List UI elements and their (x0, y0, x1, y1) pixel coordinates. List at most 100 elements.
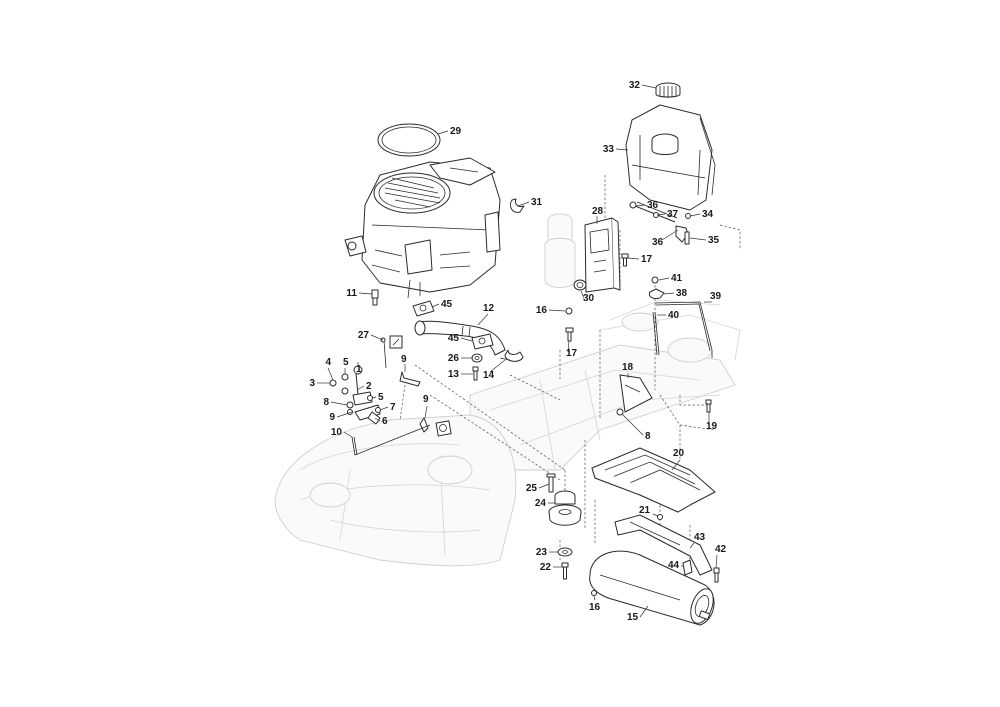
callout-3: 3 (309, 378, 315, 389)
pin-25 (546, 473, 556, 493)
bolt-19 (705, 399, 712, 413)
callout-40: 40 (668, 310, 680, 321)
callout-39: 39 (710, 291, 722, 302)
leader-line-16 (548, 309, 566, 312)
heat-shield-20 (591, 447, 716, 513)
rod-40 (652, 311, 660, 356)
leader-line-42 (715, 554, 718, 569)
gasket-26 (471, 353, 483, 363)
washer-23 (557, 547, 573, 557)
bolt-11 (371, 289, 379, 306)
lever-9-lower (419, 417, 429, 433)
leader-line-36 (635, 204, 646, 207)
callout-6: 6 (382, 416, 388, 427)
stud-13 (472, 366, 479, 381)
leader-line-41 (658, 277, 670, 281)
leader-line-14 (489, 359, 506, 373)
callout-29: 29 (450, 126, 462, 137)
callout-12: 12 (483, 303, 495, 314)
callout-10: 10 (331, 427, 343, 438)
engine-assembly (344, 157, 501, 299)
leader-line-33 (615, 148, 629, 151)
callout-42: 42 (715, 544, 727, 555)
leader-line-37 (656, 213, 666, 216)
gasket-45-lower (471, 333, 494, 350)
callout-9: 9 (423, 394, 429, 405)
leader-line-17 (627, 257, 640, 260)
nut-16-lower (591, 590, 597, 596)
callout-32: 32 (629, 80, 641, 91)
leader-line-45 (431, 303, 440, 308)
callout-20: 20 (673, 448, 685, 459)
clamp-14 (499, 349, 524, 362)
leader-line-6 (374, 417, 381, 422)
front-body-ghost (274, 414, 517, 567)
leader-line-30 (580, 290, 585, 299)
callout-25: 25 (526, 483, 538, 494)
leader-line-17 (567, 340, 570, 353)
callout-44: 44 (668, 560, 680, 571)
leader-line-8 (621, 413, 644, 436)
decal-9-icon (435, 420, 452, 437)
callout-4: 4 (325, 357, 331, 368)
control-lever-cluster (329, 365, 381, 425)
lever-9-upper (399, 371, 421, 387)
leader-line-32 (641, 84, 657, 89)
muffler-15 (589, 550, 715, 626)
leader-line-15 (639, 605, 649, 618)
leader-line-35 (689, 237, 707, 241)
bracket-28 (584, 217, 621, 293)
leader-line-21 (652, 513, 659, 517)
callout-45: 45 (441, 299, 453, 310)
coupling-24 (548, 490, 582, 526)
screw-17-lower (565, 327, 574, 342)
callout-41: 41 (671, 273, 683, 284)
leader-line-34 (689, 213, 701, 217)
nut-41 (651, 276, 659, 284)
nut-16-upper (565, 307, 573, 315)
leader-line-36 (661, 229, 679, 241)
leader-line-4 (327, 367, 334, 381)
callout-16: 16 (536, 305, 548, 316)
leader-lines (317, 84, 718, 618)
callout-24: 24 (535, 498, 547, 509)
cable-27 (380, 337, 387, 369)
screw-17-upper (621, 253, 629, 267)
callout-31: 31 (531, 197, 543, 208)
callout-15: 15 (627, 612, 639, 623)
bolt-42 (713, 567, 720, 583)
callout-43: 43 (694, 532, 706, 543)
reservoir-ghost (544, 213, 576, 288)
leader-line-8 (330, 401, 348, 406)
callout-5: 5 (343, 357, 349, 368)
callout-8: 8 (323, 397, 329, 408)
leader-line-38 (663, 292, 675, 295)
decal-27-icon (389, 335, 403, 349)
callout-36: 36 (652, 237, 664, 248)
callout-5: 5 (378, 392, 384, 403)
bolt-21 (657, 514, 663, 520)
leader-line-29 (437, 130, 449, 135)
leader-line-25 (538, 483, 550, 489)
callout-30: 30 (583, 293, 595, 304)
callout-37: 37 (667, 209, 679, 220)
clip-44 (682, 559, 693, 576)
gasket-45-upper (412, 300, 435, 317)
leader-line-43 (689, 542, 695, 549)
fuel-line-assembly (629, 201, 691, 245)
grommet-30 (573, 279, 587, 291)
clip-31 (509, 198, 525, 213)
callout-23: 23 (536, 547, 548, 558)
leader-line-2 (356, 385, 365, 391)
cable-10 (351, 424, 431, 456)
callout-9: 9 (401, 354, 407, 365)
callout-21: 21 (639, 505, 651, 516)
callout-34: 34 (702, 209, 714, 220)
bolt-22 (561, 562, 569, 580)
callout-2: 2 (366, 381, 372, 392)
callout-26: 26 (448, 353, 460, 364)
bracket-18 (619, 374, 653, 413)
clip-38 (649, 288, 665, 299)
fuel-tank-33 (625, 104, 716, 211)
